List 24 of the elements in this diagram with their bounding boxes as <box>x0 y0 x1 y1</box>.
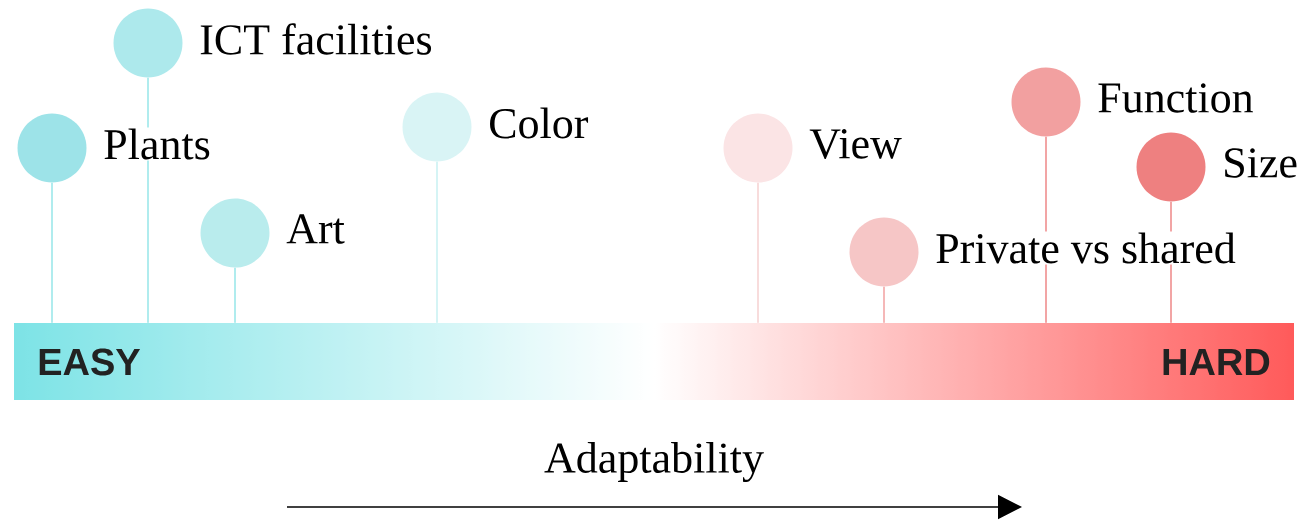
axis-label: Adaptability <box>544 442 764 482</box>
marker-label: Art <box>285 213 346 245</box>
circle-marker <box>113 8 183 78</box>
marker-label: Plants <box>102 127 212 161</box>
circle-marker <box>402 92 472 162</box>
stem-line <box>883 285 885 324</box>
marker-label: Color <box>487 106 590 140</box>
circle-marker <box>723 113 793 183</box>
marker-label: Function <box>1096 82 1255 114</box>
marker-label: Private vs shared <box>934 231 1237 265</box>
circle-marker <box>849 217 919 287</box>
marker-label: Size <box>1221 147 1299 179</box>
marker-label: View <box>808 128 903 160</box>
marker-label: ICT facilities <box>198 22 434 56</box>
bar-end-label: HARD <box>1163 348 1270 376</box>
stem-line <box>436 160 438 324</box>
circle-marker <box>200 198 270 268</box>
stem-line <box>51 181 53 324</box>
circle-marker <box>1136 132 1206 202</box>
stem-line <box>234 266 236 324</box>
bar-end-label: EASY <box>39 348 141 376</box>
circle-marker <box>17 113 87 183</box>
stem-line <box>757 181 759 324</box>
circle-marker <box>1011 67 1081 137</box>
